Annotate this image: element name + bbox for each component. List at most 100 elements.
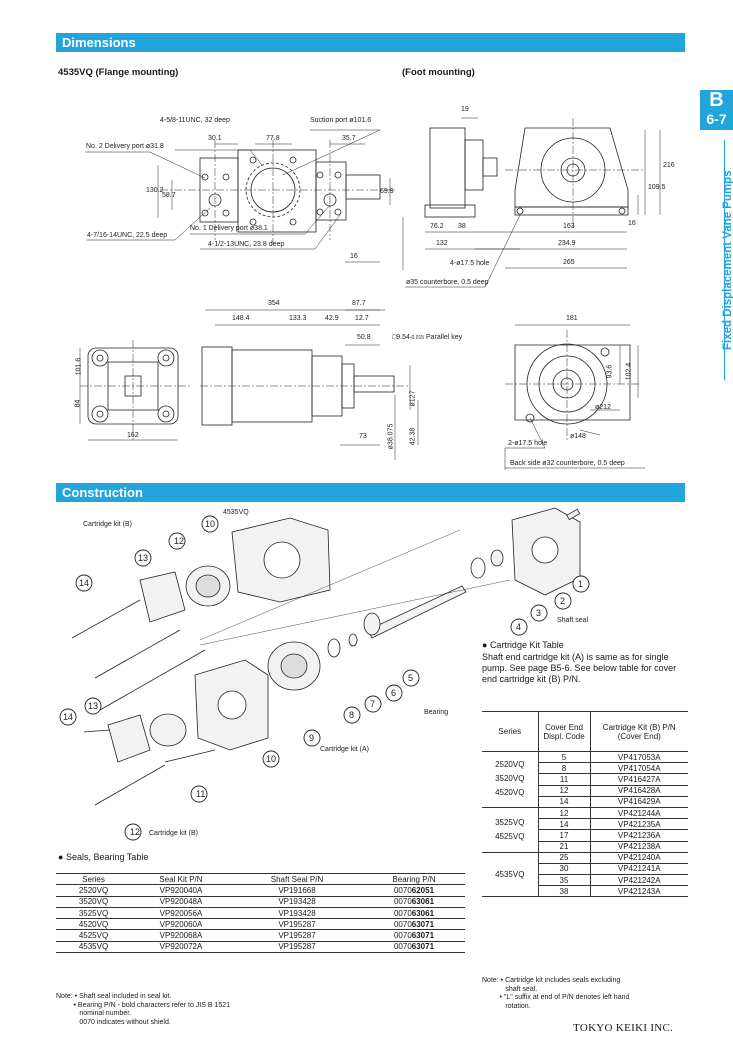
dim-76-2: 76.2 [430, 223, 444, 230]
seals-table-title: ● Seals, Bearing Table [58, 852, 149, 862]
cart-cell-pn: VP421238A [589, 840, 688, 853]
cart-cell-code: 5 [537, 750, 591, 764]
dim-84: 84 [74, 399, 82, 408]
dim-148-4: 148.4 [232, 315, 250, 322]
seals-col-bearing: Bearing P/N [363, 872, 465, 886]
dim-133-3: 133.3 [289, 315, 307, 322]
seals-col-seal-kit: Seal Kit P/N [131, 872, 231, 886]
seals-cell-seal-kit: VP920048A [131, 896, 231, 908]
dimensions-heading: Dimensions [56, 33, 685, 52]
dim-thread-top: 4-5/8-11UNC, 32 deep [160, 117, 230, 124]
cartridge-note: Note: • Cartridge kit includes seals exc… [482, 977, 630, 1010]
dim-backside: Back side ø32 counterbore, 0.5 deep [510, 460, 625, 467]
cartridge-paragraph: Shaft end cartridge kit (A) is same as f… [482, 652, 677, 684]
cart-cell-pn: VP421236A [589, 829, 688, 842]
bearing-prefix: 0070 [393, 919, 412, 929]
callout-10-top: 10 [205, 519, 216, 529]
callout-14-top: 14 [79, 578, 90, 588]
dim-354: 354 [268, 300, 280, 307]
dim-50-8: 50.8 [357, 334, 371, 341]
cart-cell-code: 35 [538, 874, 591, 887]
chapter-letter: B [709, 89, 724, 111]
cart-cell-series: 2520VQ 3520VQ 4520VQ [482, 751, 539, 808]
bearing-nominal: 63061 [411, 897, 435, 907]
callout-6: 6 [391, 688, 397, 698]
dim-42-38: 42.38 [409, 427, 417, 446]
callout-13-bottom: 13 [88, 701, 99, 711]
seals-cell-shaft-seal: VP195287 [231, 918, 363, 931]
seals-bearing-table: Series Seal Kit P/N Shaft Seal P/N Beari… [56, 872, 465, 954]
callout-11: 11 [196, 789, 206, 799]
seals-cell-bearing: 007063071 [363, 918, 465, 931]
bearing-prefix: 0070 [393, 942, 412, 952]
cart-cell-pn: VP421244A [589, 806, 688, 820]
dim-265: 265 [563, 259, 575, 266]
dim-16-a: 16 [350, 253, 358, 260]
seals-cell-seal-kit: VP920068A [131, 929, 231, 942]
side-view-drawing [200, 309, 419, 460]
dim-42-9: 42.9 [325, 315, 339, 322]
cart-cell-code: 12 [538, 784, 591, 797]
label-cartridge-b-top: Cartridge kit (B) [83, 521, 133, 528]
brand-name: TOKYO KEIKI INC. [573, 1022, 674, 1034]
dim-109-5: 109.5 [648, 184, 666, 191]
cart-cell-pn: VP416428A [589, 784, 688, 797]
dim-162: 162 [127, 432, 139, 439]
cart-cell-code: 21 [538, 840, 591, 853]
dim-127-dia: ø127 [409, 390, 417, 407]
dim-73: 73 [359, 433, 367, 440]
dim-19: 19 [461, 106, 469, 113]
dim-key: □9.54-0.015 Parallel key [392, 334, 463, 341]
dim-163: 163 [563, 223, 575, 230]
seals-cell-series: 4520VQ [56, 918, 131, 931]
seals-cell-seal-kit: VP920056A [131, 907, 231, 920]
bearing-nominal: 63071 [411, 942, 435, 952]
bearing-nominal: 63061 [411, 908, 435, 918]
cart-cell-pn: VP421243A [589, 885, 688, 898]
cart-cell-pn: VP421242A [589, 874, 688, 887]
bearing-prefix: 0070 [393, 885, 412, 895]
callout-4: 4 [516, 622, 522, 632]
cart-cell-code: 8 [538, 762, 591, 775]
callout-7: 7 [370, 699, 376, 709]
seals-cell-bearing: 007063071 [363, 929, 465, 942]
dim-thread-bottom: 4-1/2-13UNC, 23.8 deep [208, 241, 285, 248]
cart-cell-code: 11 [538, 773, 591, 786]
seals-header-row: Series Seal Kit P/N Shaft Seal P/N Beari… [56, 872, 465, 886]
seals-note: Note: • Shaft seal included in seal kit.… [56, 993, 231, 1026]
chapter-tab[interactable]: B 6-7 [700, 90, 733, 130]
label-model: 4535VQ [223, 509, 249, 516]
seals-cell-shaft-seal: VP191668 [231, 884, 363, 897]
bearing-nominal: 63071 [411, 919, 435, 929]
seals-cell-shaft-seal: VP193428 [231, 907, 363, 920]
callout-5: 5 [408, 673, 414, 683]
dim-69-9: 69.9 [380, 188, 394, 195]
side-divider [724, 140, 725, 380]
cart-header-row: Series Cover End Displ. Code Cartridge K… [482, 711, 688, 752]
cart-cell-code: 38 [538, 885, 591, 898]
bearing-prefix: 0070 [393, 908, 412, 918]
seals-cell-series: 3520VQ [56, 896, 131, 908]
dim-counterbore-35: ø35 counterbore, 0.5 deep [406, 279, 489, 286]
callout-14-bottom: 14 [63, 712, 74, 722]
cart-cell-code: 14 [538, 795, 591, 808]
dim-87-7: 87.7 [352, 300, 366, 307]
bearing-prefix: 0070 [393, 897, 412, 907]
cart-cell-code: 14 [538, 818, 591, 831]
flange-view-drawing [85, 129, 395, 263]
callout-1: 1 [578, 579, 584, 589]
bearing-nominal: 62051 [411, 885, 435, 895]
cart-cell-code: 12 [537, 806, 591, 820]
callout-9: 9 [309, 733, 315, 743]
seals-cell-bearing: 007062051 [363, 884, 465, 897]
seals-cell-shaft-seal: VP195287 [231, 941, 363, 954]
seals-cell-series: 2520VQ [56, 884, 131, 897]
dim-132: 132 [436, 240, 448, 247]
callout-3: 3 [536, 608, 542, 618]
foot-front-view-drawing [405, 118, 661, 288]
